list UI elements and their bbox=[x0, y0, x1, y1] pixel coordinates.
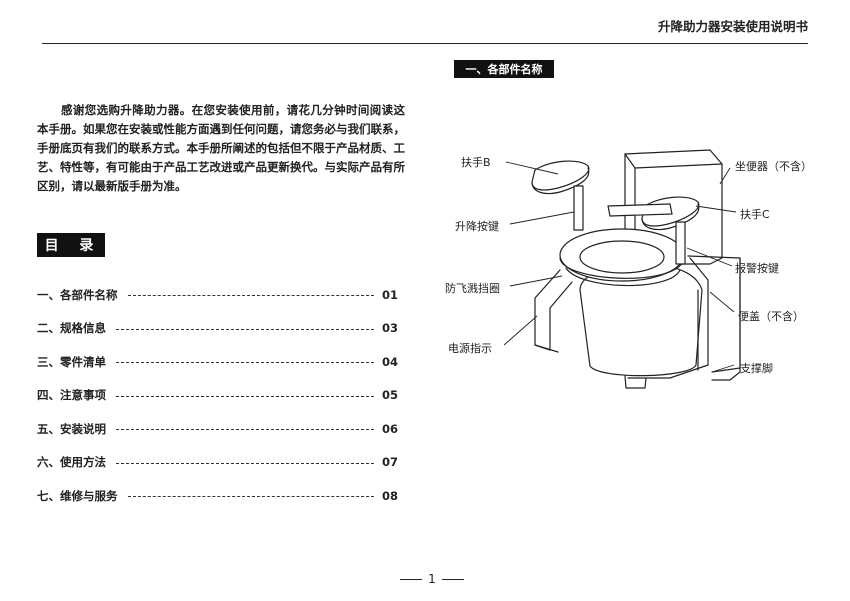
toc-leader bbox=[116, 429, 374, 431]
label-seat-cover: 便盖（不含） bbox=[738, 310, 804, 323]
toc-item[interactable]: 一、各部件名称 01 bbox=[37, 278, 398, 312]
toc-item[interactable]: 四、注意事项 05 bbox=[37, 379, 398, 413]
toc-item-label: 七、维修与服务 bbox=[37, 488, 118, 503]
document-title: 升降助力器安装使用说明书 bbox=[657, 19, 808, 34]
label-lift-button: 升降按键 bbox=[455, 220, 499, 233]
toc-item-label: 二、规格信息 bbox=[37, 321, 106, 336]
intro-paragraph: 感谢您选购升降助力器。在您安装使用前，请花几分钟时间阅读这本手册。如果您在安装或… bbox=[37, 103, 405, 193]
page-number-dash bbox=[441, 578, 464, 580]
toc-leader bbox=[116, 395, 374, 397]
page-number-dash bbox=[400, 578, 423, 580]
table-of-contents: 一、各部件名称 01 二、规格信息 03 三、零件清单 04 四、注意事项 05… bbox=[37, 278, 398, 513]
label-armrest-c: 扶手C bbox=[740, 208, 770, 221]
label-armrest-b: 扶手B bbox=[461, 156, 491, 169]
toc-item-page: 01 bbox=[381, 287, 398, 302]
toc-leader bbox=[127, 496, 374, 498]
section-title: 一、各部件名称 bbox=[454, 60, 554, 78]
page-number-value: 1 bbox=[428, 572, 436, 586]
toc-item-page: 03 bbox=[381, 321, 398, 336]
toc-item-page: 05 bbox=[381, 388, 398, 403]
toc-item-label: 四、注意事项 bbox=[37, 388, 106, 403]
toc-item-page: 06 bbox=[381, 421, 398, 436]
label-splash-guard: 防飞溅挡圈 bbox=[445, 282, 500, 295]
product-diagram bbox=[503, 149, 741, 389]
toc-leader bbox=[116, 328, 374, 330]
label-power-indicator: 电源指示 bbox=[448, 342, 492, 355]
label-support-foot: 支撑脚 bbox=[740, 362, 773, 375]
toc-leader bbox=[127, 295, 374, 297]
toc-leader bbox=[116, 362, 374, 364]
header-divider bbox=[42, 43, 808, 44]
toc-item[interactable]: 二、规格信息 03 bbox=[37, 312, 398, 346]
toc-item-label: 一、各部件名称 bbox=[37, 287, 118, 302]
toc-item[interactable]: 三、零件清单 04 bbox=[37, 345, 398, 379]
toc-item-page: 04 bbox=[381, 354, 398, 369]
toc-item-page: 07 bbox=[381, 455, 398, 470]
page-number: 1 bbox=[0, 572, 850, 586]
toc-item-label: 三、零件清单 bbox=[37, 354, 106, 369]
toc-leader bbox=[116, 462, 374, 464]
toc-item-label: 五、安装说明 bbox=[37, 421, 106, 436]
toc-title: 目 录 bbox=[37, 233, 105, 257]
toc-item-page: 08 bbox=[381, 488, 398, 503]
toc-item[interactable]: 七、维修与服务 08 bbox=[37, 479, 398, 513]
label-alarm-button: 报警按键 bbox=[735, 262, 779, 275]
toc-item[interactable]: 五、安装说明 06 bbox=[37, 412, 398, 446]
label-toilet: 坐便器（不含） bbox=[735, 160, 812, 173]
toc-item[interactable]: 六、使用方法 07 bbox=[37, 446, 398, 480]
toc-item-label: 六、使用方法 bbox=[37, 455, 106, 470]
